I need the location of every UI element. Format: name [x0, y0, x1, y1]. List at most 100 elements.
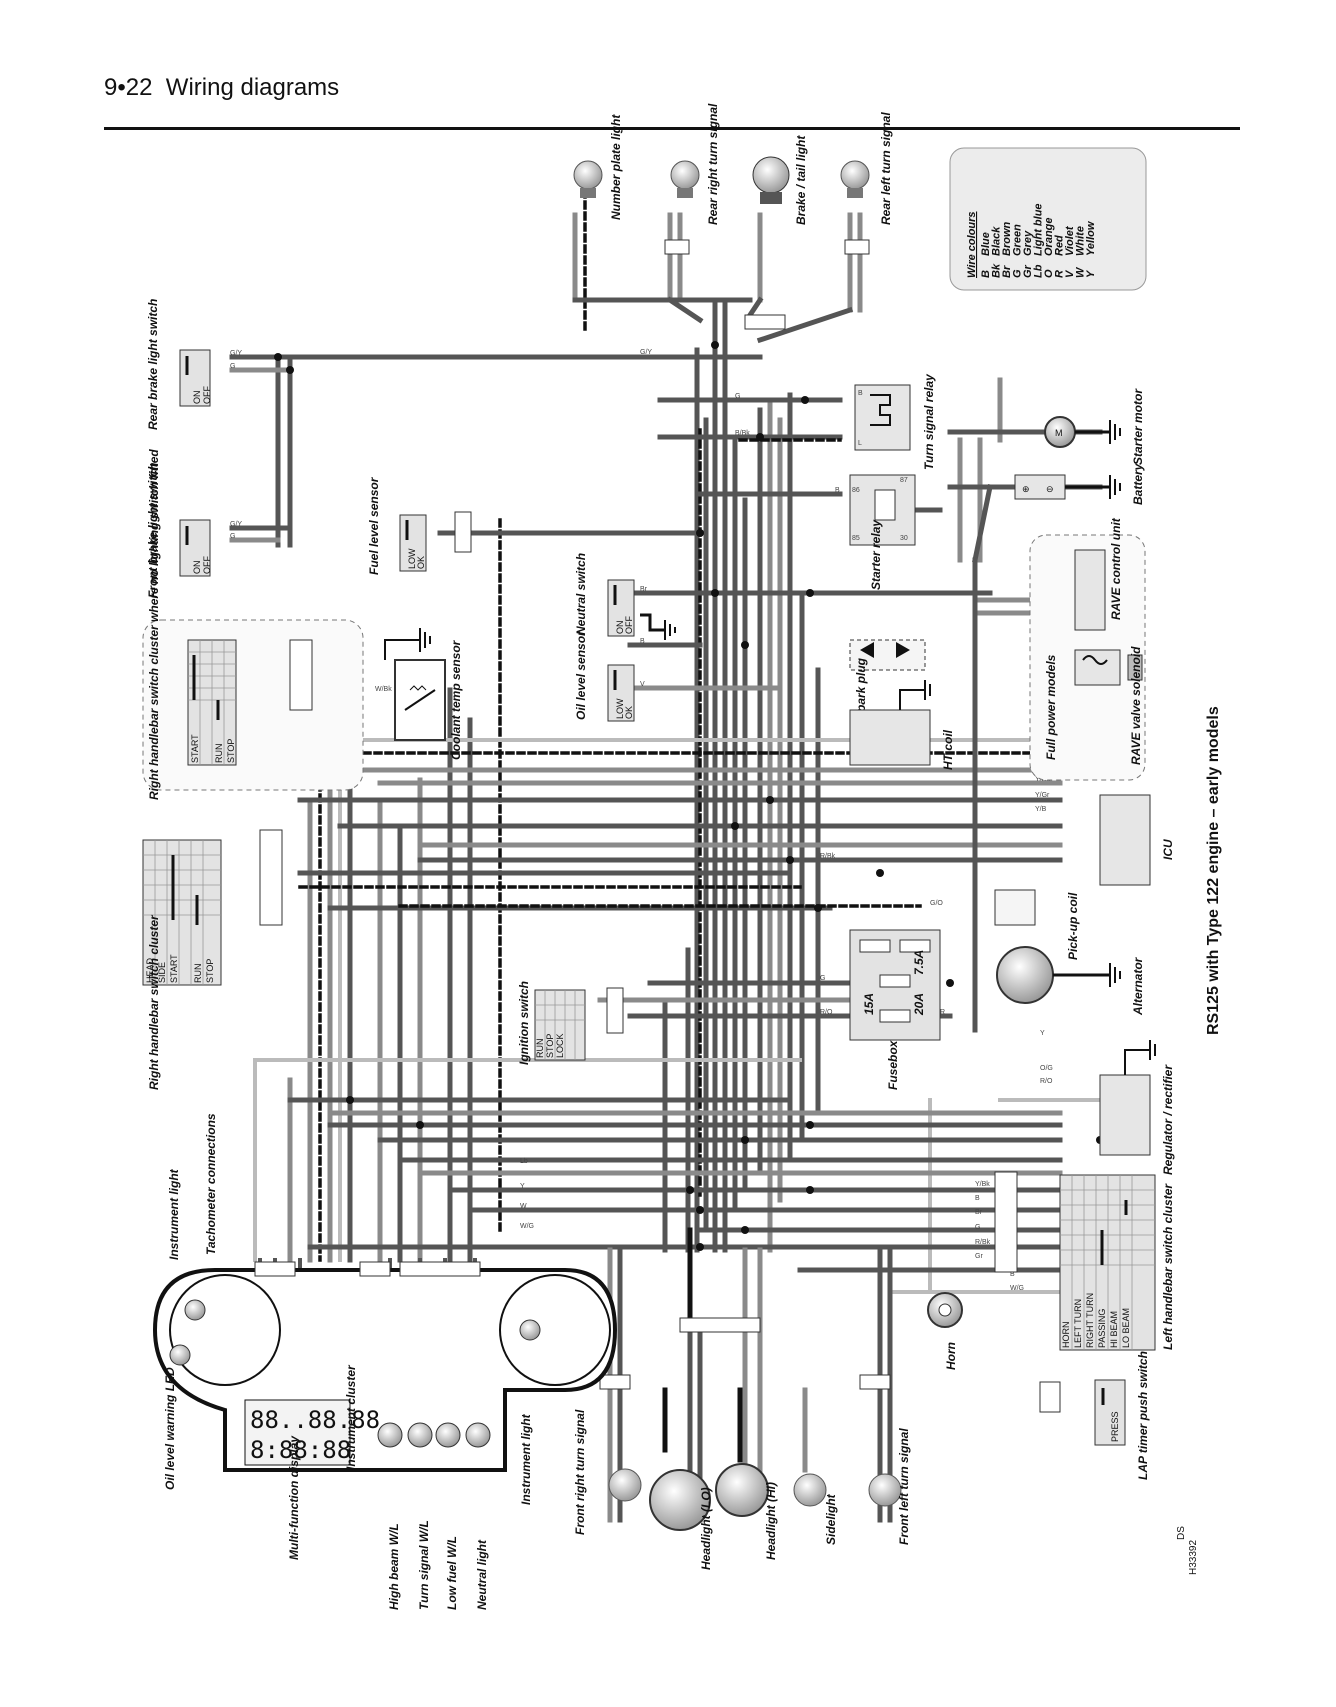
rear-left-turn-signal: Rear left turn signal: [840, 112, 893, 225]
svg-text:LOW: LOW: [615, 698, 625, 719]
svg-text:W/G: W/G: [1010, 1285, 1024, 1292]
wire-colour-code: V: [1064, 269, 1076, 278]
svg-text:Ignition switch: Ignition switch: [517, 981, 531, 1065]
horn: Horn: [927, 1292, 963, 1370]
svg-text:STOP: STOP: [545, 1034, 555, 1058]
artist-initials: DS: [1176, 1526, 1187, 1540]
svg-text:Neutral switch: Neutral switch: [574, 553, 588, 635]
sidelight: Sidelight: [793, 1473, 838, 1545]
svg-text:Rear right turn signal: Rear right turn signal: [706, 103, 720, 225]
wire-colour-name: Black: [991, 226, 1003, 256]
svg-text:Horn: Horn: [944, 1342, 958, 1370]
wire-colour-code: Br: [1001, 265, 1013, 278]
pickup-coil: Pick-up coil: [994, 889, 1080, 960]
svg-text:ON: ON: [192, 561, 202, 575]
svg-text:G/Y: G/Y: [640, 349, 652, 356]
svg-text:Headlight (LO): Headlight (LO): [699, 1487, 713, 1570]
number-plate-light: Number plate light: [573, 114, 623, 220]
svg-text:LOCK: LOCK: [555, 1033, 565, 1058]
rear-right-turn-signal: Rear right turn signal: [670, 103, 720, 225]
wire-colour-code: Y: [1085, 269, 1097, 278]
svg-text:R: R: [940, 1009, 945, 1016]
svg-text:G: G: [735, 393, 740, 400]
svg-text:HORN: HORN: [1061, 1322, 1071, 1349]
svg-text:High beam W/L: High beam W/L: [387, 1523, 401, 1610]
svg-text:Starter relay: Starter relay: [869, 519, 883, 590]
wire-colour-code: Lb: [1033, 264, 1045, 278]
svg-text:G/O: G/O: [930, 900, 943, 907]
svg-text:W: W: [520, 1203, 527, 1210]
svg-text:L: L: [858, 440, 862, 447]
svg-text:15A: 15A: [862, 993, 876, 1015]
wire-colour-name: Violet: [1064, 225, 1076, 256]
svg-text:START: START: [190, 734, 200, 763]
svg-text:Pick-up coil: Pick-up coil: [1066, 892, 1080, 960]
svg-text:Oil level sensor: Oil level sensor: [574, 630, 588, 720]
display-top: 88..88.88: [250, 1406, 380, 1434]
wire-colour-name: Orange: [1043, 217, 1055, 256]
wire-colour-code: G: [1012, 269, 1024, 278]
svg-text:Br: Br: [975, 1209, 983, 1216]
svg-text:LOW: LOW: [407, 548, 417, 569]
right-handlebar-switch-cluster-no-lighting: START RUN STOP Right handlebar switch cl…: [142, 449, 364, 800]
svg-text:Starter motor: Starter motor: [1131, 388, 1145, 465]
svg-text:OFF: OFF: [624, 616, 634, 634]
svg-text:G: G: [820, 975, 825, 982]
svg-text:PRESS: PRESS: [1110, 1411, 1120, 1442]
starter-motor: M Starter motor: [1044, 388, 1145, 465]
svg-text:⊖: ⊖: [1046, 484, 1054, 494]
svg-text:START: START: [169, 954, 179, 983]
page-number: 9•22: [104, 74, 153, 101]
svg-text:G: G: [975, 1224, 980, 1231]
coolant-temp-sensor: Coolant temp sensor: [384, 628, 463, 760]
svg-text:30: 30: [900, 535, 908, 542]
instrument-cluster: 88..88.88 8:88:88 Instrument light Tacho…: [152, 1113, 618, 1610]
lap-timer-push-switch: PRESS LAP timer push switch: [1039, 1351, 1150, 1480]
svg-text:Low fuel W/L: Low fuel W/L: [445, 1536, 459, 1610]
svg-text:Y/Gr: Y/Gr: [1035, 792, 1050, 799]
svg-text:B: B: [640, 638, 645, 645]
svg-text:RUN: RUN: [214, 744, 224, 764]
svg-text:G: G: [230, 533, 235, 540]
full-power-models-group: RAVE control unit Full power models RAVE…: [1029, 517, 1146, 781]
svg-text:R/O: R/O: [1040, 1078, 1053, 1085]
rear-connectors: [664, 239, 870, 330]
svg-text:R/Bk: R/Bk: [820, 853, 836, 860]
svg-text:RUN: RUN: [535, 1039, 545, 1059]
svg-text:Multi-function display: Multi-function display: [287, 1435, 301, 1560]
svg-text:RUN: RUN: [193, 964, 203, 984]
svg-text:Y: Y: [520, 1183, 525, 1190]
svg-text:R/O: R/O: [820, 1009, 833, 1016]
svg-text:B: B: [835, 487, 840, 494]
left-handlebar-switch-cluster: HORN LEFT TURN RIGHT TURN PASSING HI BEA…: [994, 1171, 1175, 1351]
svg-text:HEAD: HEAD: [145, 957, 155, 983]
svg-text:86: 86: [852, 487, 860, 494]
svg-text:ON: ON: [192, 391, 202, 405]
svg-text:G/Y: G/Y: [230, 521, 242, 528]
turn-signal-relay: B L Turn signal relay: [854, 373, 936, 470]
starter-relay: 86 87 85 30 Starter relay: [849, 474, 916, 590]
rear-brake-light-switch: ON OFF Rear brake light switch: [146, 299, 212, 430]
svg-text:ICU: ICU: [1161, 839, 1175, 860]
svg-text:M: M: [1055, 428, 1063, 438]
wire-colour-name: Green: [1012, 224, 1024, 256]
svg-text:HI BEAM: HI BEAM: [1109, 1311, 1119, 1348]
svg-text:Alternator: Alternator: [1131, 956, 1145, 1016]
svg-text:Tachometer connections: Tachometer connections: [204, 1113, 218, 1255]
svg-text:OK: OK: [416, 556, 426, 569]
diagram-reference: H33392: [1188, 1540, 1199, 1575]
svg-text:PASSING: PASSING: [1097, 1309, 1107, 1348]
wire-colour-code: B: [980, 270, 992, 278]
svg-text:85: 85: [852, 535, 860, 542]
fusebox: 15A 7.5A 20A Fusebox: [849, 929, 941, 1090]
svg-text:STOP: STOP: [205, 959, 215, 983]
svg-text:Headlight (HI): Headlight (HI): [764, 1482, 778, 1560]
svg-text:RIGHT TURN: RIGHT TURN: [1085, 1293, 1095, 1348]
svg-text:W/Bk: W/Bk: [375, 686, 392, 693]
svg-text:Instrument light: Instrument light: [519, 1413, 533, 1505]
header-rule: [104, 127, 1240, 130]
wire-colour-name: Brown: [1001, 222, 1013, 257]
battery: ⊕⊖ Battery: [1014, 462, 1145, 505]
wire-colour-name: Yellow: [1085, 220, 1097, 256]
